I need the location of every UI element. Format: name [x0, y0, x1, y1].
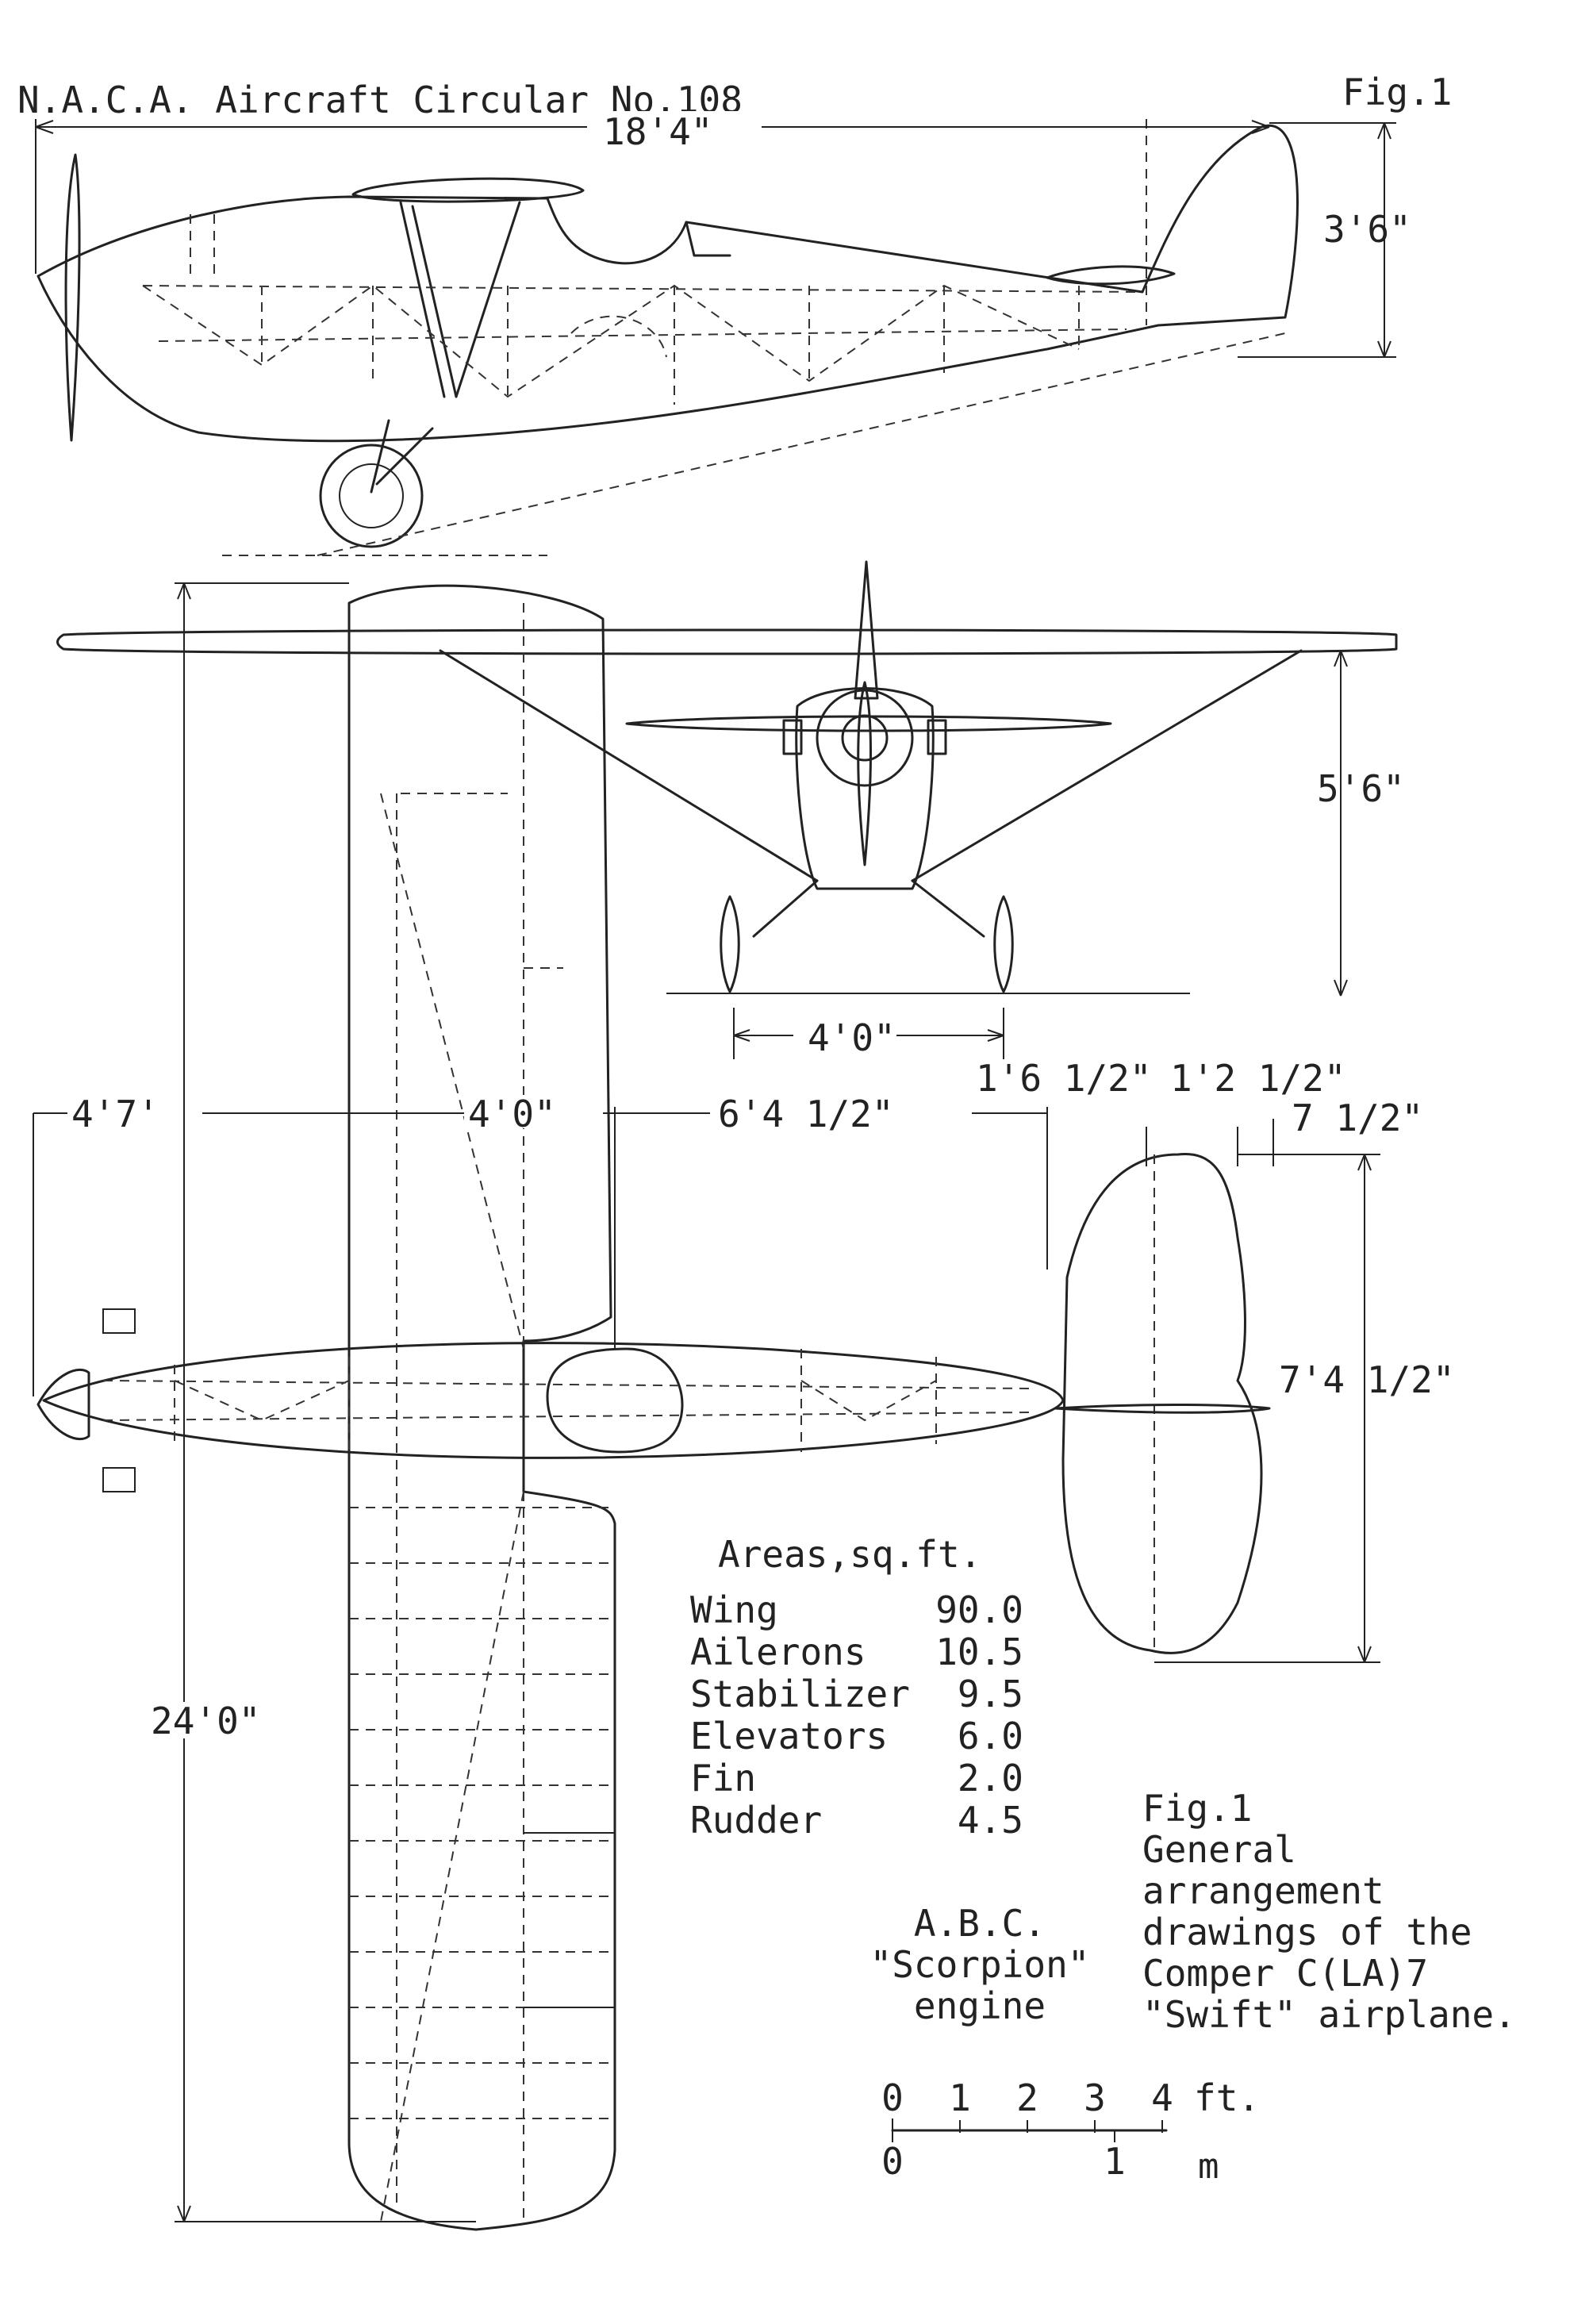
- propeller-plan: [36, 1368, 90, 1441]
- engine-note-line: "Scorpion": [870, 1943, 1090, 1986]
- cockpit-plan: [546, 1347, 684, 1454]
- wing-chord-label: 4'0": [468, 1093, 556, 1135]
- fuselage-plan-frame: [102, 1349, 1032, 1452]
- windscreen-side: [685, 221, 731, 257]
- wing-side: [351, 177, 585, 203]
- propeller-side: [64, 153, 81, 442]
- area-row-label: Elevators: [690, 1715, 888, 1757]
- tail-station-b-label: 1'2 1/2": [1170, 1057, 1346, 1100]
- lift-strut-right: [911, 649, 1303, 882]
- area-row-value: 2.0: [958, 1757, 1023, 1800]
- scale-ft-unit: ft.: [1194, 2076, 1260, 2119]
- area-row-label: Stabilizer: [690, 1673, 910, 1715]
- areas-table: Areas,sq.ft. Wing 90.0 Ailerons 10.5 Sta…: [690, 1533, 1023, 1842]
- cylinder-right-front: [927, 719, 947, 755]
- scale-bar: 0 1 2 3 4 ft. 0 1 m: [881, 2076, 1260, 2187]
- tailplane-side: [1046, 265, 1176, 286]
- side-view: [36, 119, 1299, 556]
- caption-line: Comper C(LA)7: [1142, 1952, 1428, 1995]
- wing-to-tail-label: 6'4 1/2": [718, 1093, 894, 1135]
- aileron-plan: [524, 1832, 615, 2008]
- height-front-label: 5'6": [1317, 767, 1405, 810]
- cylinder-left-front: [782, 719, 803, 755]
- overall-height-label: 3'6": [1323, 208, 1411, 251]
- caption-line: arrangement: [1142, 1869, 1384, 1912]
- dim-overall-length: 18'4": [35, 110, 1270, 274]
- cylinder-top-plan: [102, 1308, 136, 1334]
- ground-line-side: [222, 332, 1286, 556]
- tailplane-front: [625, 715, 1112, 732]
- nose-to-wing-label: 4'7': [71, 1093, 159, 1135]
- wheel-right-front: [993, 895, 1014, 993]
- dim-tail-stations: 1'6 1/2" 1'2 1/2" 7 1/2": [976, 1057, 1423, 1166]
- gear-strut-side: [375, 427, 434, 486]
- gear-leg-side: [370, 419, 390, 494]
- track-label: 4'0": [808, 1016, 896, 1059]
- tail-span-label: 7'4 1/2": [1279, 1358, 1455, 1401]
- spinner-front: [841, 714, 889, 762]
- lift-strut-left: [439, 649, 819, 882]
- fuselage-front: [795, 687, 935, 890]
- cylinder-bottom-plan: [102, 1467, 136, 1492]
- scale-m-tick: 1: [1104, 2140, 1126, 2183]
- strut-side-3: [455, 201, 521, 398]
- dim-height-front: 5'6": [1317, 650, 1405, 997]
- area-row-value: 6.0: [958, 1715, 1023, 1757]
- scale-m-unit: m: [1198, 2146, 1219, 2187]
- dim-overall-height: 3'6": [1238, 122, 1411, 358]
- fuselage-side-outline: [36, 124, 1299, 443]
- tailplane-plan: [1061, 1152, 1263, 1654]
- dim-plan-stations: 4'7' 4'0" 6'4 1/2": [33, 1093, 1048, 1396]
- area-row-value: 4.5: [958, 1799, 1023, 1842]
- gear-right-front: [911, 879, 985, 938]
- engine-note: A.B.C. "Scorpion" engine: [870, 1902, 1090, 2027]
- propeller-front: [857, 681, 872, 866]
- area-row-label: Wing: [690, 1588, 778, 1631]
- overall-length-label: 18'4": [603, 110, 712, 153]
- figure-caption: Fig.1 General arrangement drawings of th…: [1142, 1787, 1516, 2036]
- scale-ft-tick: 0: [881, 2076, 904, 2119]
- strut-side-1: [399, 201, 446, 398]
- areas-title: Areas,sq.ft.: [718, 1533, 981, 1576]
- fuselage-side-frame: [142, 214, 1143, 405]
- dim-track: 4'0": [733, 1008, 1004, 1059]
- fin-front: [854, 560, 879, 700]
- caption-line: Fig.1: [1142, 1787, 1252, 1830]
- area-row-value: 90.0: [935, 1588, 1023, 1631]
- caption-line: "Swift" airplane.: [1142, 1993, 1516, 2036]
- caption-line: General: [1142, 1828, 1296, 1871]
- strut-side-2: [411, 205, 458, 398]
- cowl-front: [816, 689, 914, 787]
- area-row-value: 10.5: [935, 1631, 1023, 1673]
- wing-plan-outline: [347, 584, 616, 2231]
- front-view: [56, 560, 1398, 994]
- fuselage-plan: [42, 1342, 1065, 1459]
- scale-ft-tick: 1: [949, 2076, 971, 2119]
- dim-tail-span: 7'4 1/2": [1154, 1154, 1455, 1663]
- wheel-side-hub: [339, 463, 404, 528]
- scale-m-tick: 0: [881, 2140, 904, 2183]
- wing-plan-ribs: [349, 603, 615, 2222]
- area-row-label: Ailerons: [690, 1631, 866, 1673]
- engine-note-line: A.B.C.: [914, 1902, 1046, 1945]
- area-row-value: 9.5: [958, 1673, 1023, 1715]
- wheel-left-front: [720, 895, 740, 993]
- area-row-label: Fin: [690, 1757, 756, 1800]
- tail-station-a-label: 1'6 1/2": [976, 1057, 1152, 1100]
- span-label: 24'0": [151, 1700, 260, 1742]
- fin-plan: [1054, 1403, 1271, 1414]
- tail-station-c-label: 7 1/2": [1292, 1097, 1423, 1139]
- scale-ft-tick: 3: [1084, 2076, 1106, 2119]
- wheel-side: [319, 444, 424, 548]
- caption-line: drawings of the: [1142, 1911, 1472, 1953]
- gear-left-front: [752, 879, 819, 938]
- wing-front: [56, 628, 1398, 655]
- scale-ft-tick: 2: [1016, 2076, 1038, 2119]
- engine-note-line: engine: [914, 1984, 1046, 2027]
- figure-reference: Fig.1: [1342, 71, 1452, 113]
- area-row-label: Rudder: [690, 1799, 822, 1842]
- scale-ft-tick: 4: [1151, 2076, 1173, 2119]
- dim-span: 24'0": [147, 582, 476, 2222]
